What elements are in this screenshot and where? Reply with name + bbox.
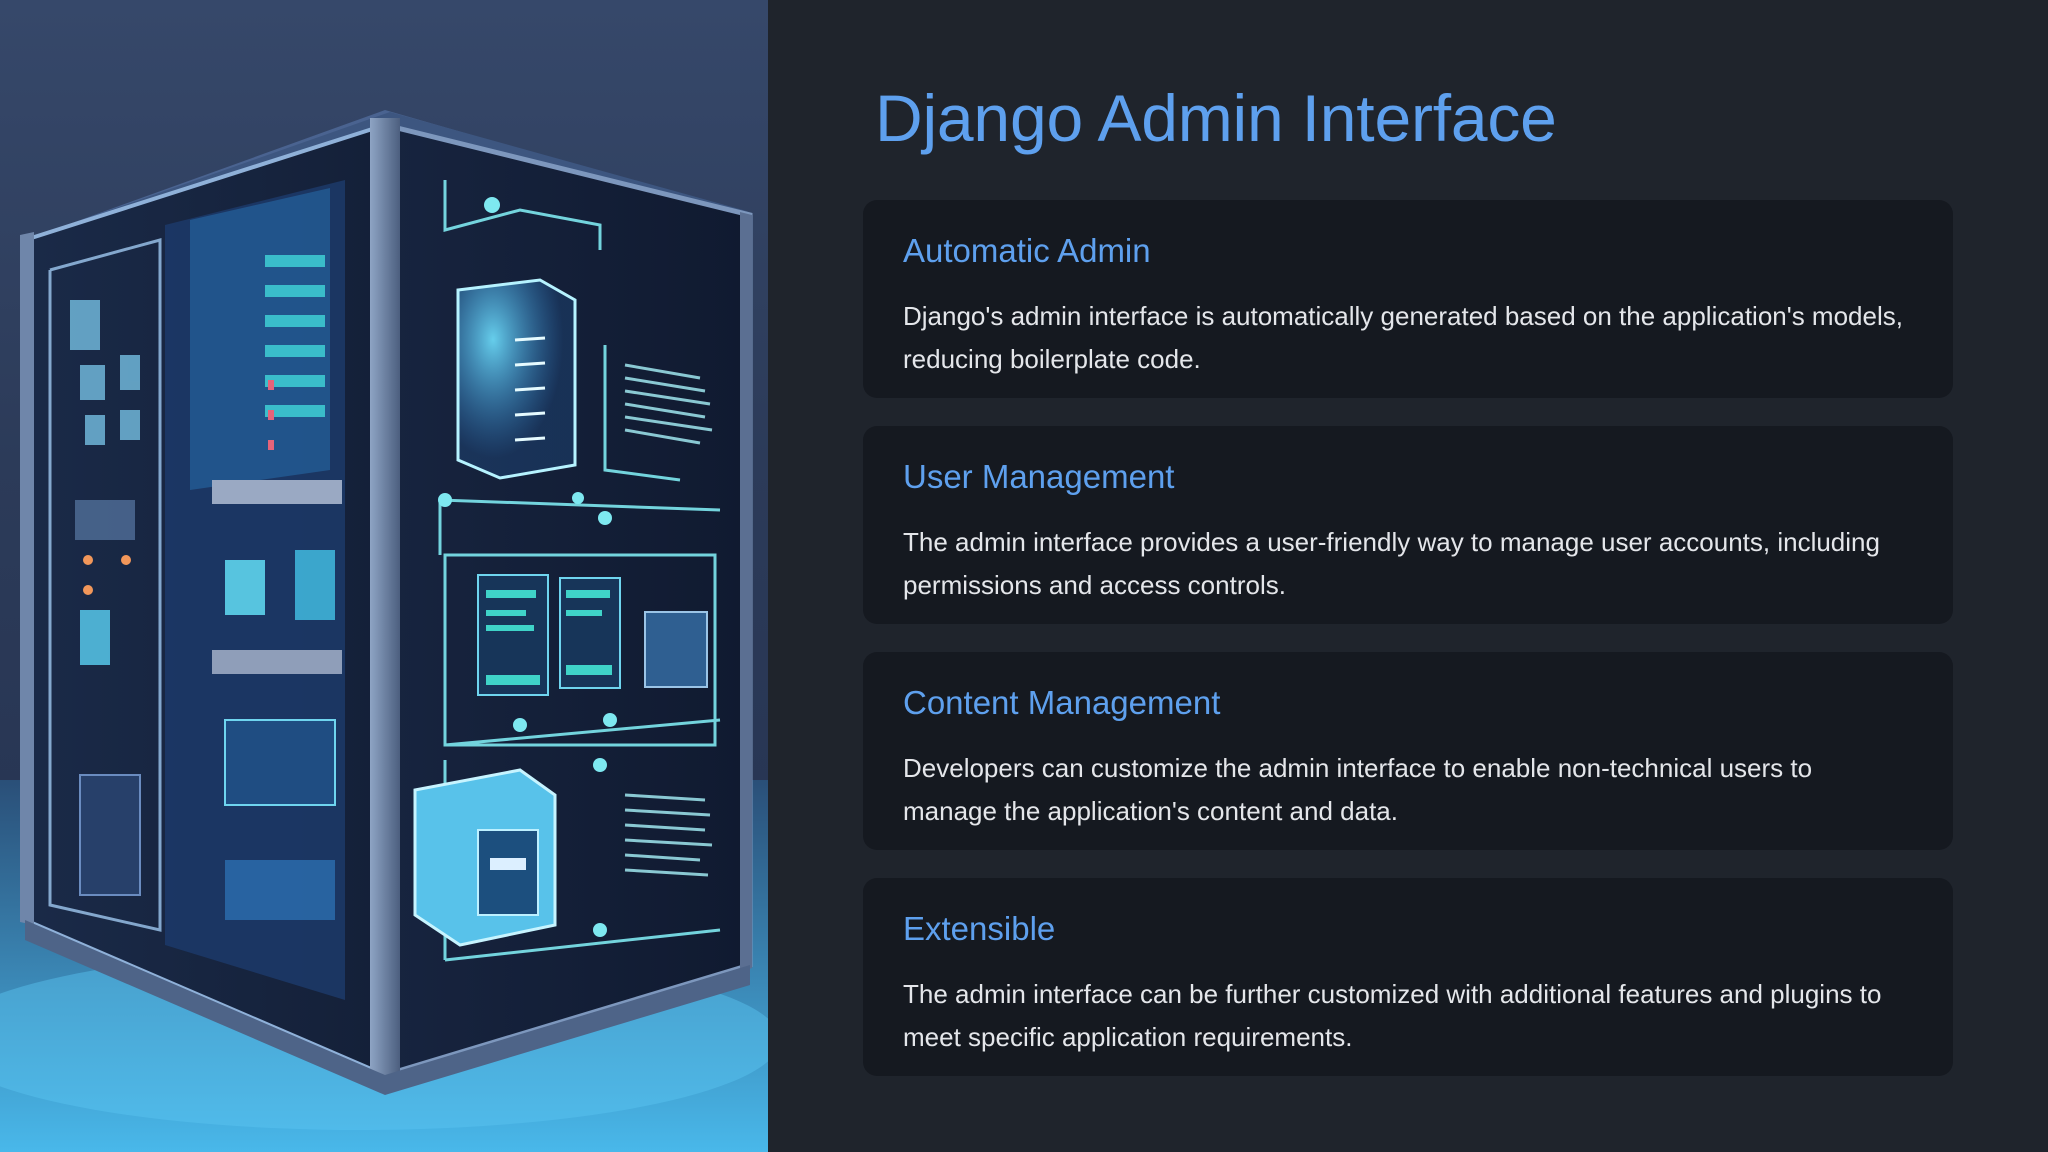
card-title: Content Management [903,684,1221,721]
feature-card-extensible: Extensible The admin interface can be fu… [863,878,1953,1076]
card-title: User Management [903,458,1175,495]
card-title: Extensible [903,910,1056,947]
feature-card-automatic-admin: Automatic Admin Django's admin interface… [863,200,1953,398]
card-title: Automatic Admin [903,232,1151,269]
content-panel: Django Admin Interface Automatic Admin D… [768,0,2048,1152]
feature-card-user-management: User Management The admin interface prov… [863,426,1953,624]
server-cabinet-graphic [0,110,768,1152]
feature-card-content-management: Content Management Developers can custom… [863,652,1953,850]
card-body: The admin interface can be further custo… [903,979,1882,1052]
card-body: Developers can customize the admin inter… [903,753,1813,826]
page-title: Django Admin Interface [875,81,1557,155]
card-body: The admin interface provides a user-frie… [903,527,1880,600]
card-body: Django's admin interface is automaticall… [903,301,1903,374]
server-cabinet-illustration [0,0,768,1152]
